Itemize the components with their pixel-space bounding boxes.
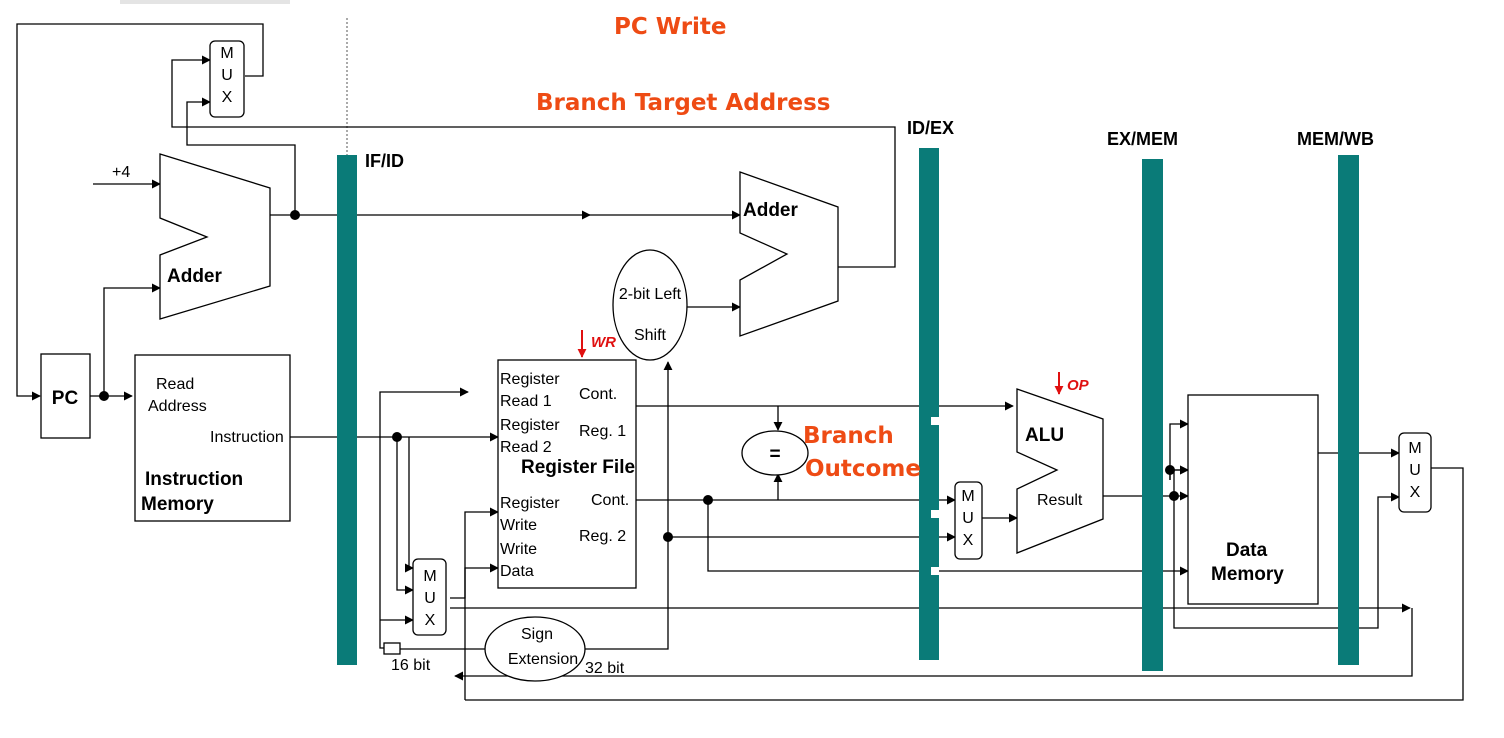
svg-text:M: M bbox=[961, 488, 974, 505]
svg-text:Write: Write bbox=[500, 517, 537, 534]
wire-to-wr-mux-b bbox=[404, 437, 414, 573]
svg-text:Extension: Extension bbox=[508, 651, 578, 668]
junctions bbox=[99, 210, 1179, 542]
label-if-id: IF/ID bbox=[365, 151, 404, 171]
svg-text:Instruction: Instruction bbox=[145, 469, 243, 490]
svg-text:=: = bbox=[769, 444, 780, 465]
wire-result-bypass bbox=[1173, 492, 1400, 629]
wires bbox=[16, 23, 1464, 701]
shift-left-2: 2-bit Left Shift bbox=[612, 249, 688, 361]
wire-sext-to-shift bbox=[584, 361, 673, 650]
label-32bit: 32 bit bbox=[585, 660, 625, 677]
svg-text:Register: Register bbox=[500, 495, 560, 512]
sign-extension: Sign Extension bbox=[484, 616, 586, 682]
data-memory: Data Memory bbox=[1187, 394, 1319, 605]
wire-pc-to-adder bbox=[103, 283, 161, 396]
register-file: Register Read 1 Register Read 2 Register… bbox=[497, 359, 637, 589]
svg-text:Sign: Sign bbox=[521, 626, 553, 643]
pc-mux: M U X bbox=[209, 40, 245, 118]
branch-target-annotation: Branch Target Address bbox=[536, 90, 831, 116]
pipeline-reg-if-id bbox=[337, 155, 357, 665]
wire-wr-back bbox=[454, 608, 1413, 681]
op-control-signal: OP bbox=[1054, 372, 1090, 395]
svg-text:Reg. 2: Reg. 2 bbox=[579, 528, 626, 545]
svg-text:Cont.: Cont. bbox=[591, 492, 629, 509]
wire-mux-to-pc bbox=[16, 23, 264, 401]
equality-comparator: = bbox=[741, 430, 809, 476]
svg-text:X: X bbox=[222, 89, 233, 106]
svg-text:Write: Write bbox=[500, 541, 537, 558]
svg-text:Address: Address bbox=[148, 398, 207, 415]
svg-text:ALU: ALU bbox=[1025, 425, 1064, 446]
label-16bit: 16 bit bbox=[391, 657, 431, 674]
wire-to-wr-mux-a bbox=[396, 437, 414, 595]
svg-text:X: X bbox=[425, 612, 436, 629]
label-id-ex: ID/EX bbox=[907, 118, 954, 138]
wire-wb-loop bbox=[465, 467, 1464, 701]
svg-text:Read 1: Read 1 bbox=[500, 393, 552, 410]
top-smudge bbox=[120, 0, 290, 4]
svg-text:Instruction: Instruction bbox=[210, 429, 284, 446]
svg-text:OP: OP bbox=[1067, 377, 1090, 394]
pipeline-reg-id-ex bbox=[919, 148, 939, 660]
svg-text:Reg. 1: Reg. 1 bbox=[579, 423, 626, 440]
svg-text:U: U bbox=[1409, 462, 1421, 479]
svg-text:M: M bbox=[1408, 440, 1421, 457]
alu: ALU Result bbox=[1016, 388, 1104, 554]
pipeline-reg-ex-mem bbox=[1142, 159, 1163, 671]
svg-text:WR: WR bbox=[591, 334, 616, 351]
wire-branch-target-to-mux bbox=[171, 55, 896, 268]
svg-text:Adder: Adder bbox=[167, 266, 223, 287]
svg-text:Result: Result bbox=[1037, 492, 1083, 509]
label-ex-mem: EX/MEM bbox=[1107, 129, 1178, 149]
wire-write-reg bbox=[450, 507, 499, 599]
svg-text:Memory: Memory bbox=[141, 494, 214, 515]
svg-text:Register File: Register File bbox=[521, 457, 635, 478]
svg-text:Cont.: Cont. bbox=[579, 386, 617, 403]
wire-reg2-to-mem bbox=[707, 500, 1189, 576]
instruction-memory: Read Address Instruction Instruction Mem… bbox=[134, 354, 291, 522]
pc-adder: Adder bbox=[159, 153, 271, 320]
svg-text:2-bit Left: 2-bit Left bbox=[619, 286, 682, 303]
plus4-label: +4 bbox=[112, 164, 130, 181]
svg-text:U: U bbox=[962, 510, 974, 527]
svg-text:Adder: Adder bbox=[743, 200, 799, 221]
svg-text:PC: PC bbox=[52, 388, 79, 409]
label-mem-wb: MEM/WB bbox=[1297, 129, 1374, 149]
pipeline-reg-mem-wb bbox=[1338, 155, 1359, 665]
svg-text:X: X bbox=[1410, 484, 1421, 501]
svg-text:U: U bbox=[221, 67, 233, 84]
wire-pc4-to-mux bbox=[186, 97, 296, 215]
wire-addr-a bbox=[1169, 419, 1189, 480]
svg-text:M: M bbox=[220, 45, 233, 62]
svg-text:X: X bbox=[963, 532, 974, 549]
svg-text:Read 2: Read 2 bbox=[500, 439, 552, 456]
svg-text:Register: Register bbox=[500, 371, 560, 388]
branch-outcome-line1: Branch bbox=[803, 423, 894, 449]
write-register-mux: M U X bbox=[412, 558, 447, 636]
wire-read1 bbox=[379, 387, 469, 620]
svg-text:Data: Data bbox=[1226, 540, 1268, 561]
wr-control-signal: WR bbox=[577, 330, 616, 358]
svg-text:Register: Register bbox=[500, 417, 560, 434]
alu-mux: M U X bbox=[954, 481, 983, 560]
bit16-box bbox=[383, 642, 401, 655]
branch-outcome-line2: Outcome bbox=[805, 456, 921, 482]
pc-write-annotation: PC Write bbox=[614, 14, 727, 40]
svg-text:M: M bbox=[423, 568, 436, 585]
pipeline-registers bbox=[337, 148, 1359, 671]
svg-text:Memory: Memory bbox=[1211, 564, 1284, 585]
svg-text:Read: Read bbox=[156, 376, 194, 393]
svg-text:Shift: Shift bbox=[634, 327, 667, 344]
wire-write-data bbox=[464, 563, 499, 700]
pc-register: PC bbox=[40, 353, 91, 439]
svg-text:U: U bbox=[424, 590, 436, 607]
writeback-mux: M U X bbox=[1398, 432, 1432, 513]
branch-adder: Adder bbox=[739, 171, 839, 337]
svg-text:Data: Data bbox=[500, 563, 534, 580]
